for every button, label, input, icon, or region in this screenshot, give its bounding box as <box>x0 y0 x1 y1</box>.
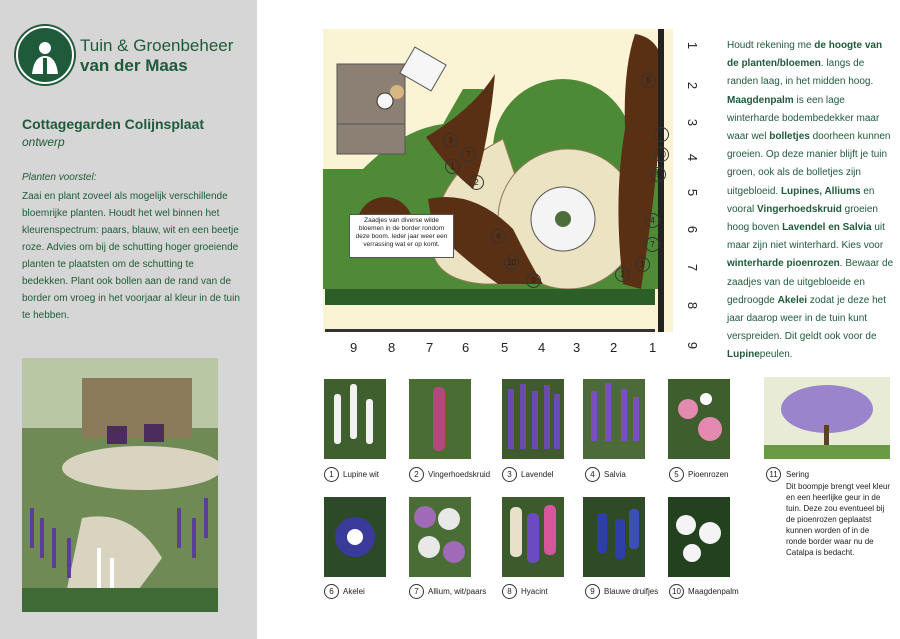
thumb-maagdenpalm <box>668 497 730 577</box>
marker-1: 1 <box>445 159 460 174</box>
garden-photo <box>22 358 218 612</box>
marker-1b: 1 <box>635 257 650 272</box>
plants-text: Zaai en plant zoveel als mogelijk versch… <box>22 191 240 321</box>
marker-10: 10 <box>504 255 519 270</box>
page-subtitle: ontwerp <box>22 135 65 149</box>
thumb-salvia <box>583 379 645 459</box>
marker-2b: 2 <box>615 267 630 282</box>
scale-right-6: 6 <box>685 225 701 234</box>
scale-right-4: 4 <box>685 153 701 162</box>
marker-2: 2 <box>469 175 484 190</box>
scale-bottom-7: 7 <box>426 340 434 355</box>
scale-bottom-4: 4 <box>538 340 546 355</box>
scale-right-9: 9 <box>685 341 701 350</box>
sering-number: 11 <box>766 467 781 482</box>
page-title: Cottagegarden Colijnsplaat <box>22 116 205 132</box>
marker-4: 4 <box>645 213 660 228</box>
scale-bottom-9: 9 <box>350 340 358 355</box>
thumb-pioenrozen <box>668 379 730 459</box>
thumb-blauwe-druifjes <box>583 497 645 577</box>
garden-plan: Zaadjes van diverse wilde bloemen in de … <box>323 29 673 333</box>
scale-right-7: 7 <box>685 263 701 272</box>
plants-heading: Planten voorstel: <box>22 172 97 183</box>
sidebar: Tuin & Groenbeheer van der Maas Cottageg… <box>0 0 257 639</box>
marker-10b: 10 <box>654 147 669 162</box>
scale-bottom-3: 3 <box>573 340 581 355</box>
scale-right-5: 5 <box>685 188 701 197</box>
thumb-lupine <box>324 379 386 459</box>
marker-7: 7 <box>461 147 476 162</box>
description-text: Houdt rekening me de hoogte van de plant… <box>727 40 894 361</box>
scale-bottom-5: 5 <box>501 340 509 355</box>
scale-right-3: 3 <box>685 118 701 127</box>
logo-line1: Tuin & Groenbeheer <box>80 36 234 55</box>
sering-title: Sering <box>786 470 810 479</box>
scale-right-8: 8 <box>685 301 701 310</box>
marker-5: 5 <box>641 73 656 88</box>
thumb-sering <box>764 377 890 459</box>
scale-right-1: 1 <box>685 41 701 50</box>
marker-6b: 6 <box>654 127 669 142</box>
scale-bottom-2: 2 <box>610 340 618 355</box>
marker-9b: 9 <box>651 167 666 182</box>
marker-7b: 7 <box>645 237 660 252</box>
logo-line2: van der Maas <box>80 56 188 75</box>
plan-note: Zaadjes van diverse wilde bloemen in de … <box>349 214 454 258</box>
thumb-lavendel <box>502 379 564 459</box>
thumb-vingerhoedskruid <box>409 379 471 459</box>
scale-right-2: 2 <box>685 81 701 90</box>
thumb-akelei <box>324 497 386 577</box>
marker-3: 3 <box>443 133 458 148</box>
marker-6: 6 <box>491 229 506 244</box>
scale-bottom-6: 6 <box>462 340 470 355</box>
logo-emblem <box>16 26 74 84</box>
marker-9: 9 <box>526 273 541 288</box>
sering-note: Dit boompje brengt veel kleur en een hee… <box>786 482 891 557</box>
thumb-allium <box>409 497 471 577</box>
thumb-hyacint <box>502 497 564 577</box>
scale-bottom-1: 1 <box>649 340 657 355</box>
scale-bottom-8: 8 <box>388 340 396 355</box>
